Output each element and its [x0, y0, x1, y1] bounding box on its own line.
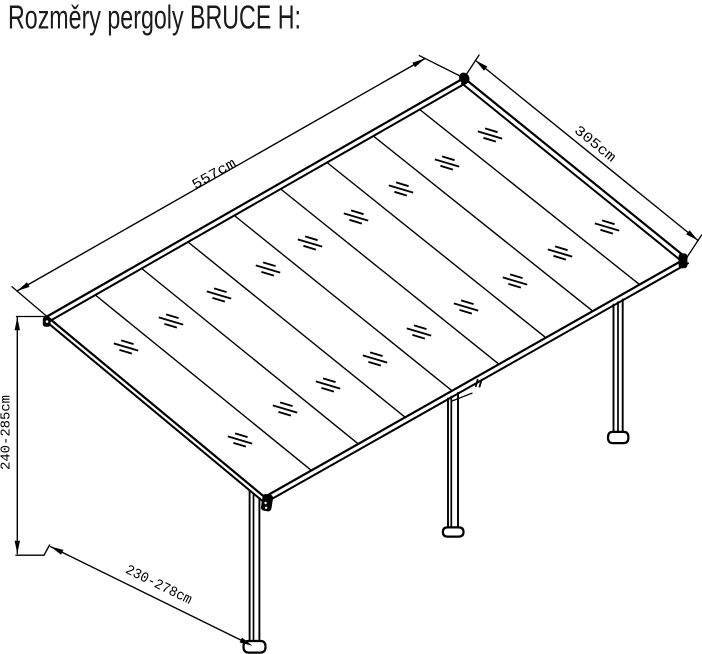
svg-text:240-285cm: 240-285cm	[0, 395, 15, 470]
svg-text:Rozměry pergoly BRUCE H:: Rozměry pergoly BRUCE H:	[8, 0, 301, 36]
